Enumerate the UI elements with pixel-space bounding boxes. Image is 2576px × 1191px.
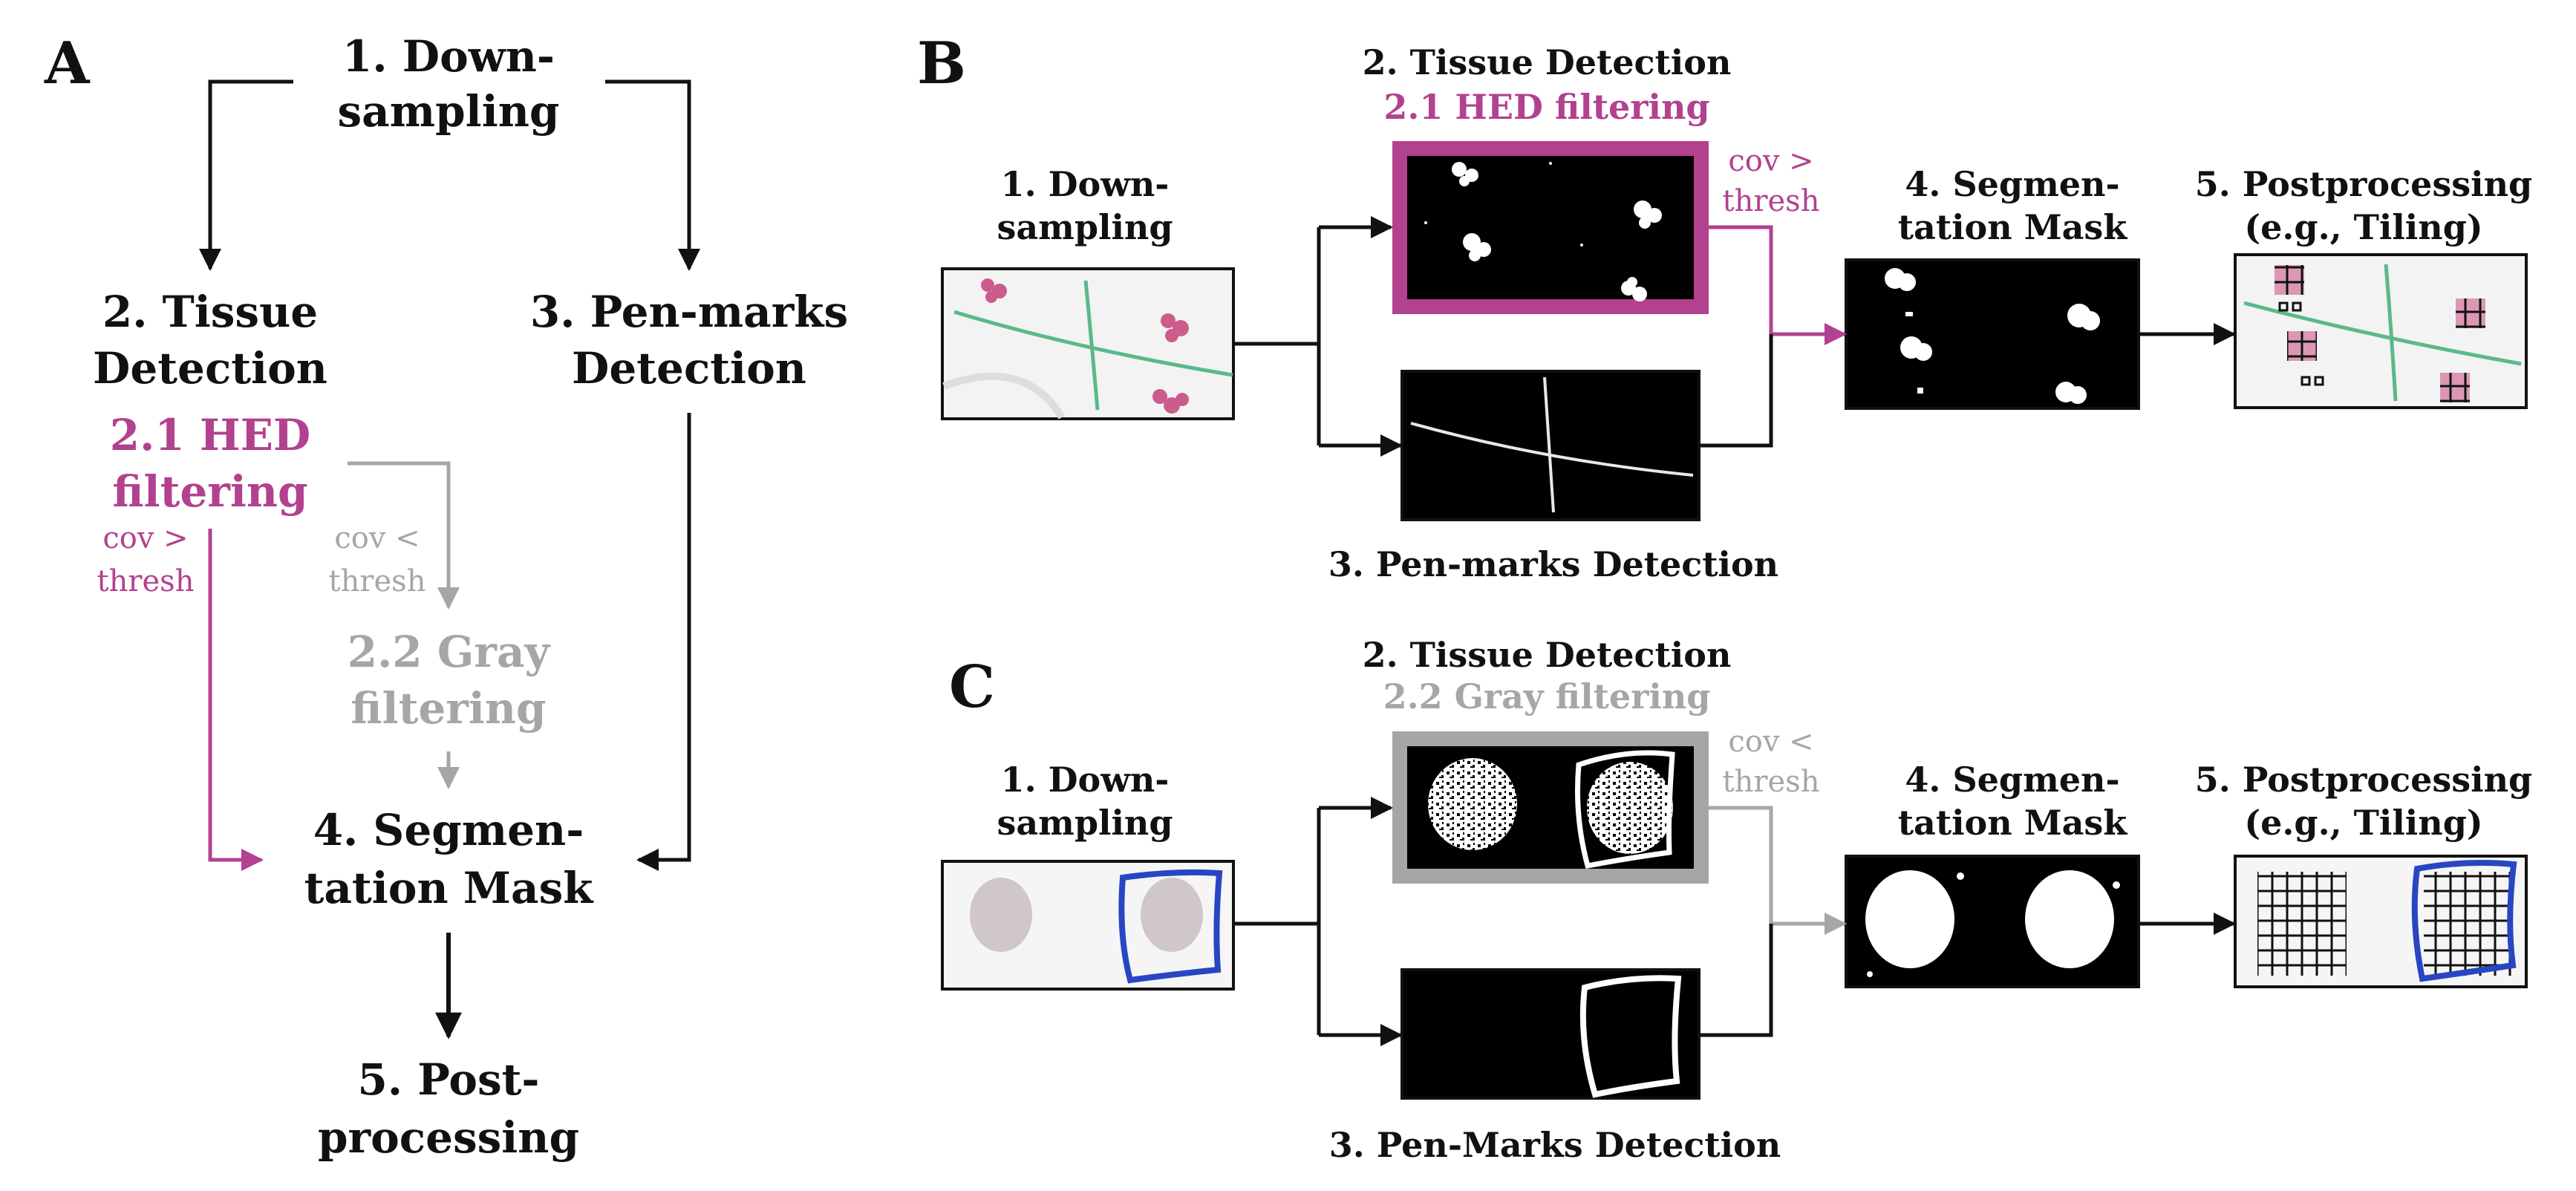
a-postprocessing-line1: 5. Post-: [358, 1054, 540, 1105]
c-tissue-detection: 2. Tissue Detection: [1363, 635, 1732, 675]
a-pen-marks-line1: 3. Pen-marks: [530, 287, 848, 337]
c-gray-filtering: 2.2 Gray filtering: [1383, 676, 1711, 717]
panel-b-label: B: [917, 30, 966, 97]
panel-a: A 1. Down- sampling 2. Tissue Detection …: [44, 30, 848, 1163]
panel-c: C 1. Down- sampling 2. Tissue Detection …: [941, 635, 2532, 1165]
b-connector-pen-to-mask: [1699, 334, 1773, 448]
b-tissue-detection: 2. Tissue Detection: [1363, 42, 1732, 82]
b-postprocessing-line1: 5. Postprocessing: [2195, 164, 2532, 204]
panel-b: B 1. Down- sampling 2. Tissue Detection …: [917, 30, 2532, 584]
b-segmentation-line2: tation Mask: [1898, 207, 2128, 247]
b-segmentation-mask-image: [1845, 258, 2140, 410]
a-cov-gt-line1: cov >: [102, 521, 188, 555]
b-cov-line2: thresh: [1723, 184, 1820, 218]
a-cov-gt-line2: thresh: [97, 564, 195, 598]
b-cov-line1: cov >: [1728, 144, 1813, 178]
c-postprocessing-line2: (e.g., Tiling): [2244, 803, 2482, 843]
c-pen-marks-image: [1401, 968, 1701, 1100]
c-tissue-detection-image: [1392, 731, 1709, 884]
c-segmentation-mask-image: [1845, 855, 2140, 988]
a-hed-filtering-line2: filtering: [112, 466, 307, 517]
a-tissue-detection-line2: Detection: [93, 343, 327, 394]
a-gray-filtering-line2: filtering: [350, 683, 546, 734]
b-arrow-tissue-to-mask: [1709, 225, 1847, 345]
b-downsampled-thumbnail: [941, 267, 1235, 420]
c-downsampling-line2: sampling: [997, 803, 1173, 843]
c-arrow-tissue-to-mask: [1709, 806, 1847, 935]
b-downsampling-line1: 1. Down-: [1001, 164, 1170, 204]
c-segmentation-line2: tation Mask: [1898, 803, 2128, 843]
panel-c-label: C: [949, 653, 995, 721]
c-downsampling-line1: 1. Down-: [1001, 760, 1170, 800]
a-hed-filtering-line1: 2.1 HED: [110, 410, 310, 460]
a-downsampling-line2: sampling: [338, 86, 560, 137]
a-arrow-pen-to-mask: [636, 413, 691, 871]
a-gray-filtering-line1: 2.2 Gray: [348, 627, 552, 677]
b-postprocessing-image: [2234, 253, 2528, 409]
a-pen-marks-line2: Detection: [572, 343, 806, 394]
panel-a-label: A: [44, 30, 91, 97]
c-postprocessing-line1: 5. Postprocessing: [2195, 760, 2532, 800]
a-postprocessing-line2: processing: [318, 1112, 579, 1163]
a-arrow-down-to-tissue: [199, 79, 293, 271]
a-segmentation-line1: 4. Segmen-: [313, 805, 584, 855]
a-arrow-down-to-pen: [605, 79, 700, 271]
c-connector-pen-to-mask: [1699, 924, 1773, 1037]
c-pen-marks: 3. Pen-Marks Detection: [1329, 1125, 1781, 1165]
a-tissue-detection-line1: 2. Tissue: [102, 287, 318, 337]
a-arrow-hed-to-mask: [208, 529, 264, 871]
c-segmentation-line1: 4. Segmen-: [1905, 760, 2119, 800]
b-downsampling-line2: sampling: [997, 207, 1173, 247]
c-downsampled-thumbnail: [941, 860, 1235, 991]
a-downsampling-line1: 1. Down-: [342, 31, 555, 82]
b-pen-marks-image: [1401, 370, 1701, 521]
b-tissue-detection-image: [1392, 141, 1709, 314]
a-arrow-hed-to-gray: [348, 461, 460, 610]
a-cov-lt-line2: thresh: [329, 564, 426, 598]
c-cov-line2: thresh: [1723, 765, 1820, 799]
a-segmentation-line2: tation Mask: [304, 863, 595, 913]
c-postprocessing-image: [2234, 855, 2528, 988]
b-hed-filtering: 2.1 HED filtering: [1383, 87, 1709, 127]
c-cov-line1: cov <: [1728, 725, 1813, 759]
b-postprocessing-line2: (e.g., Tiling): [2244, 207, 2482, 247]
a-cov-lt-line1: cov <: [334, 521, 420, 555]
b-pen-marks: 3. Pen-marks Detection: [1328, 544, 1778, 584]
b-segmentation-line1: 4. Segmen-: [1905, 164, 2119, 204]
